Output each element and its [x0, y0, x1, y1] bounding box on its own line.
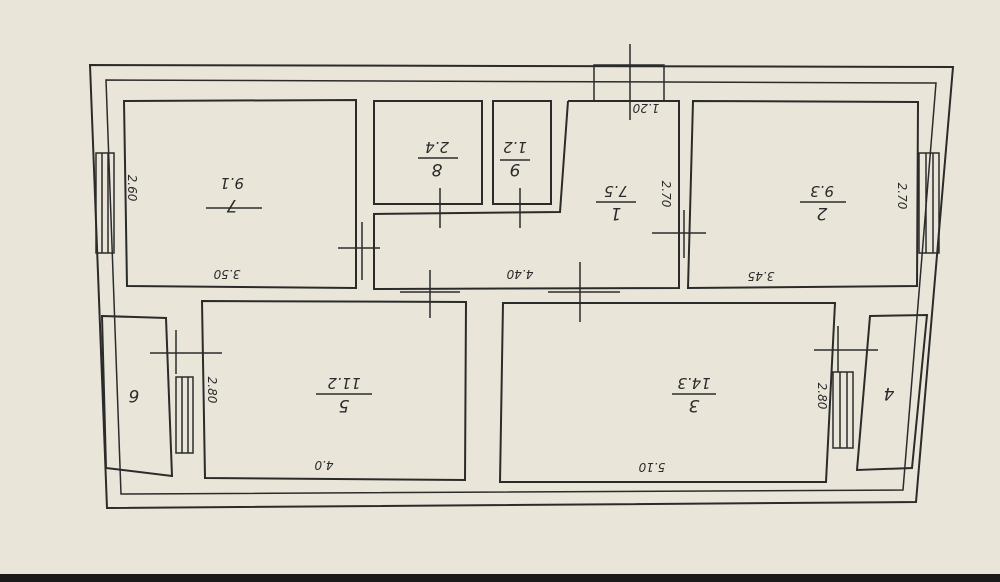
room-9-outline [492, 100, 552, 205]
window-room-5 [175, 376, 194, 454]
room-7-area: 9.1 [220, 174, 244, 192]
room-1-area: 7.5 [604, 182, 628, 200]
outer-wall-inner-line [105, 79, 937, 495]
room-2-number: 2 [817, 203, 828, 223]
room-6-outline [100, 314, 174, 478]
room-7-number: 7 [226, 195, 237, 215]
room-1-outline [373, 100, 680, 291]
room-3-area: 14.3 [677, 374, 710, 392]
room-4-number: 4 [884, 383, 895, 403]
room-1-number: 1 [611, 203, 622, 223]
dimension-2-70-corridor: 2.70 [659, 181, 673, 208]
dimension-1-20: 1.20 [632, 101, 659, 115]
room-8-number: 8 [431, 159, 442, 179]
door-ticks [150, 188, 878, 374]
dimension-2-80-room-3: 2.80 [815, 383, 829, 410]
room-3-outline [498, 302, 837, 483]
dimension-3-50: 3.50 [213, 267, 240, 281]
room-5-number: 5 [339, 395, 350, 415]
room-4-outline [855, 313, 929, 472]
window-left [95, 152, 115, 254]
entrance-door [593, 44, 665, 120]
room-3-number: 3 [689, 395, 700, 415]
dimension-4-40: 4.40 [506, 267, 533, 281]
outer-wall [88, 63, 955, 510]
room-9-number: 9 [510, 159, 521, 179]
area-fraction-bars [206, 157, 846, 395]
dimension-4-0: 4.0 [314, 458, 333, 472]
room-7-outline [122, 98, 357, 290]
room-2-area: 9.3 [810, 182, 834, 200]
room-9-area: 1.2 [503, 138, 527, 156]
room-8-outline [373, 100, 483, 205]
dimension-2-60: 2.60 [125, 175, 139, 202]
dimension-2-80-room-5: 2.80 [205, 377, 219, 404]
dimension-3-45: 3.45 [748, 269, 775, 283]
room-5-outline [200, 299, 468, 482]
room-8-area: 2.4 [425, 138, 449, 156]
window-right [918, 152, 940, 254]
window-room-3 [832, 371, 854, 449]
room-6-number: 6 [128, 385, 139, 405]
room-5-area: 11.2 [327, 374, 360, 392]
bottom-edge [0, 574, 1000, 582]
room-2-outline [686, 99, 920, 290]
dimension-2-70-room-2: 2.70 [895, 183, 909, 210]
dimension-5-10: 5.10 [638, 460, 665, 474]
